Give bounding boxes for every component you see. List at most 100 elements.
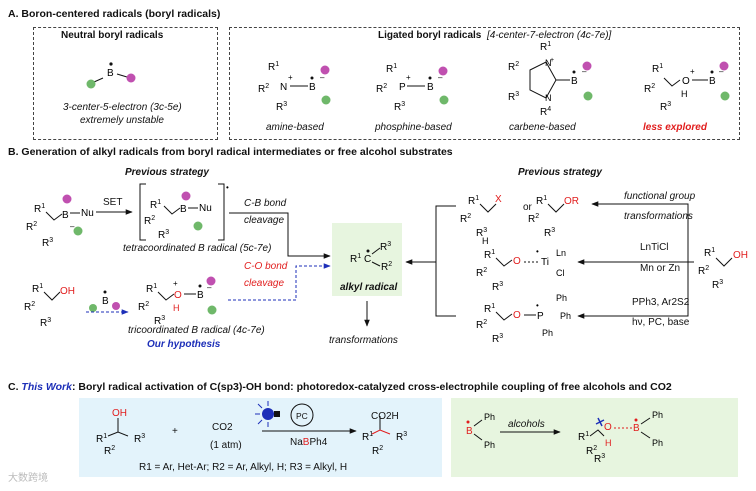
this-work-label: This Work	[21, 381, 72, 393]
svg-text:R3: R3	[396, 431, 407, 443]
amine-ligated-boryl: R1 R2 R3 N + B –	[258, 61, 331, 113]
svg-text:P: P	[399, 82, 406, 93]
neutral-desc-1: 3-center-5-electron (3c-5e)	[63, 102, 182, 113]
phosphoranyl-structure: R1 R2 R3 O P • Ph Ph Ph	[476, 293, 571, 345]
svg-text:R1: R1	[468, 195, 479, 207]
svg-text:B: B	[180, 204, 187, 215]
section-a-heading: A. Boron-centered radicals (boryl radica…	[8, 8, 221, 20]
svg-text:R3: R3	[492, 333, 503, 345]
svg-text:R2: R2	[24, 301, 35, 313]
svg-text:•: •	[226, 183, 229, 192]
svg-text:R1: R1	[578, 431, 589, 443]
this-work-panel	[79, 398, 442, 477]
tri-label: tricoordinated B radical (4c-7e)	[128, 325, 265, 336]
section-c-heading: C. This Work: Boryl radical activation o…	[8, 382, 672, 393]
svg-text:R2: R2	[144, 215, 155, 227]
svg-text:+: +	[550, 57, 554, 64]
svg-text:–: –	[582, 67, 587, 76]
svg-text:+: +	[288, 73, 293, 82]
caption-carbene: carbene-based	[509, 122, 576, 133]
cb-bond-label: C-B bond	[244, 198, 287, 209]
ti-label-1: LnTiCl	[640, 242, 669, 253]
svg-text:Ph: Ph	[556, 293, 567, 303]
svg-text:R1: R1	[350, 253, 361, 265]
caption-phosphine: phosphine-based	[375, 122, 452, 133]
fg-label-1: functional group	[624, 191, 696, 202]
svg-text:R1: R1	[484, 303, 495, 315]
co-bond-label: C-O bond	[244, 261, 288, 272]
svg-text:R3: R3	[492, 281, 503, 293]
svg-text:+: +	[406, 73, 411, 82]
svg-text:OH: OH	[733, 250, 748, 261]
ligated-subtitle: [4-center-7-electron (4c-7e)]	[487, 30, 612, 41]
svg-text:OH: OH	[60, 286, 75, 297]
svg-text:B: B	[102, 296, 109, 307]
svg-text:R2: R2	[376, 83, 387, 95]
svg-text:–: –	[719, 67, 724, 76]
svg-text:B: B	[571, 76, 578, 87]
pink-substituent	[126, 73, 136, 83]
plus-sign: +	[172, 426, 178, 437]
svg-text:X: X	[495, 194, 502, 205]
svg-text:R3: R3	[394, 101, 405, 113]
svg-text:R3: R3	[158, 229, 169, 241]
svg-text:R1: R1	[484, 249, 495, 261]
svg-text:N: N	[545, 93, 552, 103]
svg-text:O: O	[604, 422, 612, 433]
titanium-alkoxide-structure: R1 R2 R3 H O Ti • Ln Cl	[476, 236, 566, 293]
phosphine-ligated-boryl: R1 R2 R3 P + B –	[376, 63, 449, 113]
ligated-title: Ligated boryl radicals	[378, 30, 482, 41]
boryl-reagent-small: B	[89, 290, 120, 312]
svg-text:O: O	[174, 290, 182, 301]
svg-text:H: H	[482, 236, 489, 246]
cb-cleavage-arrow	[229, 212, 331, 259]
svg-text:–: –	[70, 222, 75, 231]
ti-label-2: Mn or Zn	[640, 263, 681, 274]
atm-label: (1 atm)	[210, 440, 242, 451]
svg-text:R2: R2	[258, 83, 269, 95]
svg-text:B: B	[197, 290, 204, 301]
alcohol-substrate-left: R1 R2 R3 OH	[24, 283, 75, 329]
svg-text:R3: R3	[276, 101, 287, 113]
svg-text:R3: R3	[476, 227, 487, 239]
svg-text:B: B	[709, 76, 716, 87]
svg-text:R1: R1	[150, 199, 161, 211]
svg-text:Cl: Cl	[556, 268, 565, 278]
svg-text:R3: R3	[154, 315, 165, 327]
pph-label-1: PPh3, Ar2S2	[632, 297, 690, 308]
svg-text:O: O	[513, 310, 521, 321]
svg-text:R1: R1	[362, 431, 373, 443]
svg-text:R2: R2	[476, 267, 487, 279]
fg-arrow	[591, 201, 689, 262]
svg-text:Ti: Ti	[541, 257, 549, 268]
svg-text:R3: R3	[134, 433, 145, 445]
diphenyl-boryl-radical: B Ph Ph	[466, 412, 495, 450]
svg-text:H: H	[681, 89, 688, 99]
caption-amine: amine-based	[266, 122, 324, 133]
photocatalyst-light-icon	[255, 401, 280, 427]
svg-text:H: H	[605, 438, 612, 448]
svg-text:R2: R2	[644, 83, 655, 95]
svg-text:B: B	[309, 82, 316, 93]
svg-text:R3: R3	[594, 453, 605, 465]
alkyl-borate-structure: R1 R2 R3 B – Nu	[26, 194, 94, 249]
svg-text:R2: R2	[698, 265, 709, 277]
svg-text:R2: R2	[586, 445, 597, 457]
product-label: CO2H	[371, 411, 399, 422]
svg-text:–: –	[320, 73, 325, 82]
svg-text:+: +	[690, 67, 695, 76]
watermark: 大数跨境	[8, 473, 48, 484]
svg-text:Ph: Ph	[484, 412, 495, 422]
svg-text:R2: R2	[381, 261, 392, 273]
svg-text:B: B	[466, 426, 473, 437]
alcohol-substrate-c: OH R1 R2 R3	[96, 408, 145, 457]
svg-text:P: P	[537, 311, 544, 322]
svg-text:Ph: Ph	[652, 410, 663, 420]
prev-strategy-right: Previous strategy	[518, 167, 602, 178]
tricoordinated-b-radical: R1 R2 R3 O + H B –	[138, 276, 217, 327]
conditions-label: R1 = Ar, Het-Ar; R2 = Ar, Alkyl, H; R3 =…	[139, 462, 348, 473]
svg-text:R4: R4	[540, 106, 551, 118]
svg-text:R2: R2	[528, 213, 539, 225]
ligated-boryl-panel	[229, 27, 740, 140]
